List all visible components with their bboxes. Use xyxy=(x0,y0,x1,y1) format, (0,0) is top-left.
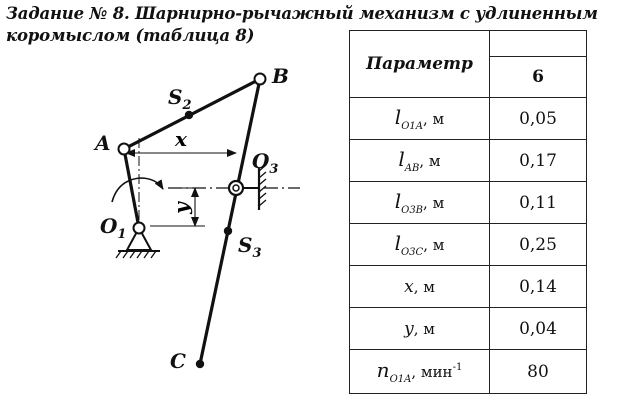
param-subscript: O1A xyxy=(389,374,412,385)
point-c xyxy=(195,359,205,369)
param-name-l-ab: lAB, м xyxy=(349,139,490,182)
param-subscript: AB xyxy=(404,163,420,174)
param-name-n-o1a: nO1A, мин-1 xyxy=(349,349,490,394)
param-unit: , м xyxy=(423,236,445,254)
label-b: B xyxy=(271,64,289,88)
table-row: x, м 0,14 xyxy=(349,265,587,308)
task-title: Задание № 8. Шарнирно-рычажный механизм … xyxy=(6,3,636,47)
label-a: A xyxy=(93,131,111,155)
param-unit: , мин xyxy=(411,363,453,381)
label-s2: S2 xyxy=(168,85,192,113)
label-s3-main: S xyxy=(238,233,252,257)
param-name-y: y, м xyxy=(349,307,490,350)
label-c: C xyxy=(170,349,186,373)
label-o3: O3 xyxy=(252,149,278,177)
param-subscript: O3B xyxy=(401,205,424,216)
label-s3: S3 xyxy=(238,233,262,261)
param-unit: , м xyxy=(423,194,445,212)
label-o3-sub: 3 xyxy=(269,162,278,177)
label-s3-sub: 3 xyxy=(252,246,261,261)
label-o1-main: O xyxy=(100,214,118,238)
header-parameter: Параметр xyxy=(349,30,490,98)
label-s2-main: S xyxy=(168,85,182,109)
x-dimension-label: x xyxy=(174,127,188,151)
task-title-line-2: коромыслом (таблица 8) xyxy=(6,26,255,45)
mechanism-diagram: x y B S2 A O xyxy=(93,64,300,373)
header-blank-cell xyxy=(489,30,587,57)
table-header-top: Параметр xyxy=(349,30,587,98)
link-o1-a xyxy=(122,148,141,229)
param-subscript: O1A xyxy=(401,121,423,132)
table-row: y, м 0,04 xyxy=(349,307,587,350)
label-o1: O1 xyxy=(100,214,126,242)
param-name-l-o3b: lO3B, м xyxy=(349,181,490,224)
param-name-l-o3c: lO3C, м xyxy=(349,223,490,266)
label-o3-main: O xyxy=(252,149,270,173)
param-name-x: x, м xyxy=(349,265,490,308)
o1-ground-support xyxy=(115,225,160,259)
param-name-l-o1a: lO1A, м xyxy=(349,97,490,140)
param-symbol: l xyxy=(394,105,402,129)
joint-o1 xyxy=(132,221,146,235)
param-value-n-o1a: 80 xyxy=(489,349,587,394)
point-s3 xyxy=(223,226,233,236)
point-s2 xyxy=(184,110,194,120)
param-unit: , м xyxy=(422,110,445,128)
table-row: nO1A, мин-1 80 xyxy=(349,349,587,394)
table-row: lO3B, м 0,11 xyxy=(349,181,587,224)
joint-b xyxy=(253,72,267,86)
param-value-x: 0,14 xyxy=(489,265,587,308)
table-row: lO1A, м 0,05 xyxy=(349,97,587,140)
link-b-c xyxy=(198,78,262,365)
param-value-l-o3b: 0,11 xyxy=(489,181,587,224)
param-symbol: l xyxy=(398,147,405,171)
param-value-y: 0,04 xyxy=(489,307,587,350)
param-symbol: l xyxy=(394,189,402,213)
table-row: lAB, м 0,17 xyxy=(349,139,587,182)
joint-a xyxy=(117,142,131,156)
table-row: lO3C, м 0,25 xyxy=(349,223,587,266)
param-symbol: x xyxy=(404,276,414,297)
param-symbol: l xyxy=(394,231,401,255)
param-symbol: n xyxy=(376,358,390,382)
param-unit: , м xyxy=(419,152,441,170)
header-variant: 6 xyxy=(489,56,587,98)
param-subscript: O3C xyxy=(400,247,424,258)
param-value-l-ab: 0,17 xyxy=(489,139,587,182)
joint-o3-inner xyxy=(232,184,240,192)
param-unit: , м xyxy=(413,277,435,296)
label-s2-sub: 2 xyxy=(181,98,191,113)
label-o1-sub: 1 xyxy=(117,227,126,242)
crank-rotation-arrow xyxy=(111,177,164,203)
param-superscript: -1 xyxy=(452,362,463,373)
param-unit: , м xyxy=(413,319,435,338)
param-value-l-o1a: 0,05 xyxy=(489,97,587,140)
o3-ground-support xyxy=(236,164,267,210)
param-symbol: y xyxy=(404,318,414,339)
task-title-line-1: Задание № 8. Шарнирно-рычажный механизм … xyxy=(6,4,598,23)
y-dimension-label: y xyxy=(169,201,193,215)
parameters-table: Параметр 6 lO1A, м 0,05 lAB, м 0,17 lO3B… xyxy=(349,30,587,394)
param-value-l-o3c: 0,25 xyxy=(489,223,587,266)
